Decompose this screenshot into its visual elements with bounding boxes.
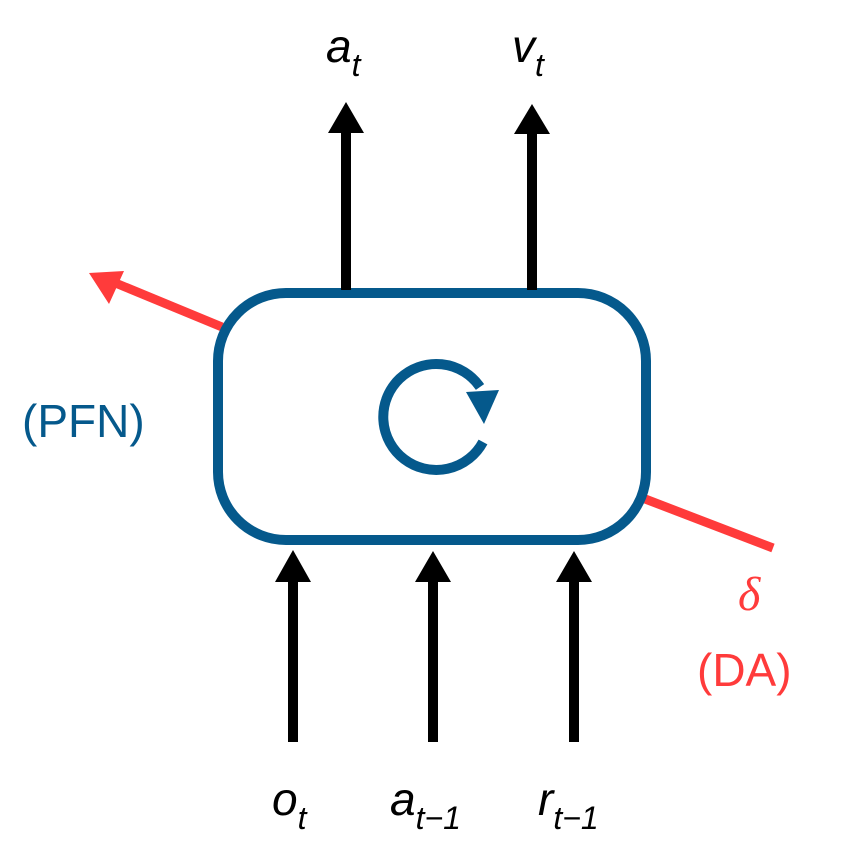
input-arrow-prev-action bbox=[415, 551, 451, 742]
output-label-action: at bbox=[326, 20, 362, 83]
input-label-prev-reward: rt−1 bbox=[538, 773, 599, 836]
pfn-arrow bbox=[89, 271, 224, 332]
da-label: (DA) bbox=[697, 644, 792, 696]
output-label-value: vt bbox=[512, 20, 545, 83]
recurrence-cycle-icon bbox=[378, 359, 499, 475]
output-arrow-action bbox=[328, 102, 364, 290]
delta-label: δ bbox=[738, 568, 761, 621]
input-label-prev-action: at−1 bbox=[390, 773, 461, 836]
input-label-observation: ot bbox=[272, 773, 308, 836]
pfn-label: (PFN) bbox=[22, 395, 145, 447]
input-arrow-observation bbox=[275, 550, 311, 742]
output-arrow-value bbox=[514, 104, 550, 290]
input-arrow-prev-reward bbox=[556, 551, 592, 742]
da-line bbox=[638, 492, 775, 553]
recurrent-module-box bbox=[213, 288, 651, 545]
